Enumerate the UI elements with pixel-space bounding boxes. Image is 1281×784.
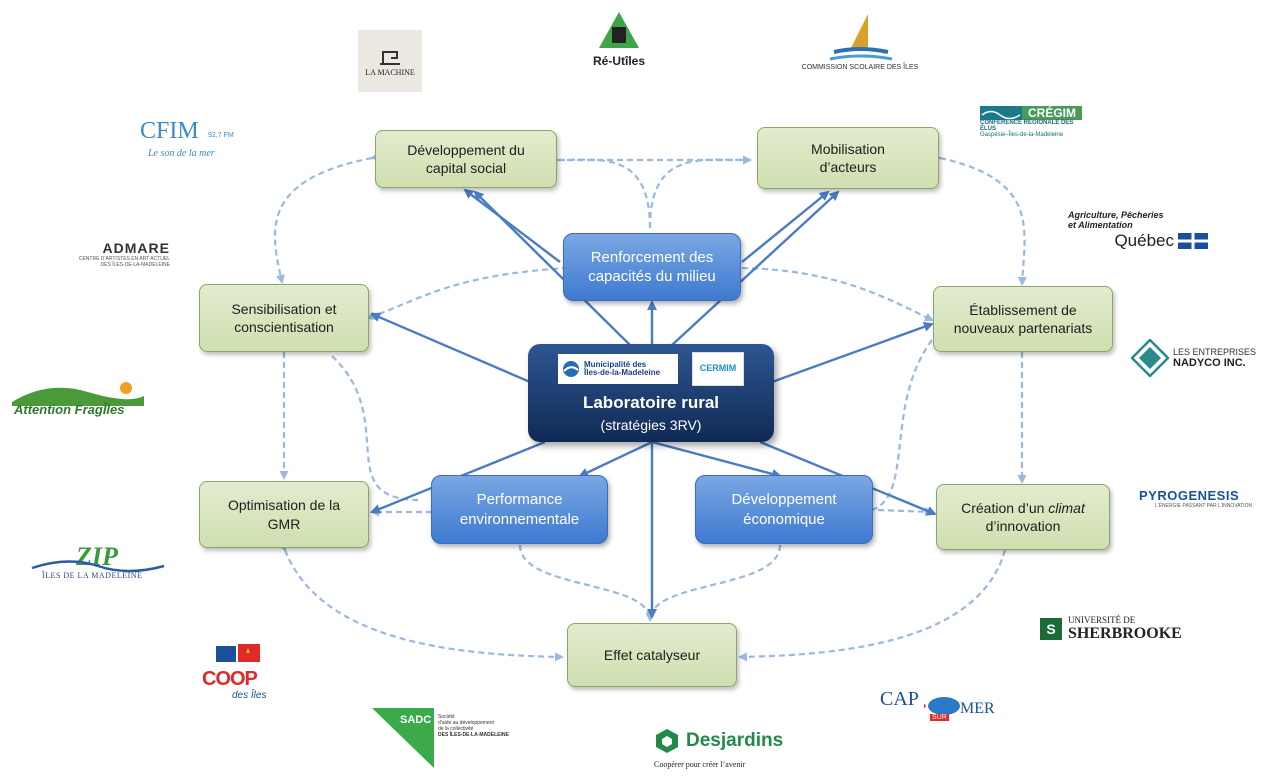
- fish-icon: [924, 697, 960, 715]
- node-performance: Performance environnementale: [431, 475, 608, 544]
- recycle-icon: [599, 12, 639, 48]
- sherbrooke-shield-icon: S: [1040, 618, 1062, 640]
- flags-icon: [216, 644, 260, 662]
- dashed-link: [741, 266, 934, 322]
- coop-logo: COOP des Îles: [198, 642, 278, 712]
- cermim-logo: CERMIM: [692, 352, 744, 386]
- arrow: [771, 322, 934, 384]
- dashed-link: [648, 544, 782, 621]
- arrow: [651, 440, 782, 479]
- node-gmr: Optimisation de la GMR: [199, 481, 369, 548]
- sewing-machine-icon: [380, 50, 400, 65]
- sailboat-icon: [829, 14, 893, 61]
- admare-logo: ADMARE CENTRE D’ARTISTES EN ART ACTUEL D…: [78, 240, 170, 268]
- dashed-link: [366, 266, 569, 320]
- node-mobilisation: Mobilisation d’acteurs: [757, 127, 939, 189]
- arrow: [671, 190, 840, 346]
- swoosh-icon: [31, 560, 165, 573]
- dashed-link: [331, 355, 421, 502]
- attention-fragiles-logo: Attention FragÎles: [8, 376, 148, 422]
- commission-scolaire-logo: COMMISSION SCOLAIRE DES ÎLES: [790, 12, 930, 82]
- desjardins-hexagon-icon: [656, 729, 678, 753]
- wave-icon: [980, 106, 1022, 120]
- node-renforcement: Renforcement des capacités du milieu: [563, 233, 741, 301]
- node-developpement-eco: Développement économique: [695, 475, 873, 544]
- cap-sur-mer-logo: CAP SUR MER: [880, 688, 995, 721]
- quebec-logo: Agriculture, Pêcheries et Alimentation Q…: [1068, 210, 1208, 252]
- climat-pre: Création d’un: [961, 499, 1049, 516]
- dashed-link: [738, 542, 1012, 662]
- arrow: [578, 440, 653, 478]
- node-partenariats: Établissement de nouveaux partenariats: [933, 286, 1113, 352]
- center-logos: Municipalité des Îles-de-la-Madeleine CE…: [558, 352, 744, 386]
- sherbrooke-logo: S UNIVERSITÉ DE SHERBROOKE: [1040, 614, 1230, 644]
- dashed-link: [932, 152, 1027, 286]
- sadc-logo: SADC Société d’aide au développement de …: [372, 708, 512, 768]
- node-sensibilisation: Sensibilisation et conscientisation: [199, 284, 369, 352]
- center-title: Laboratoire rural: [582, 393, 720, 412]
- node-laboratoire-rural: Municipalité des Îles-de-la-Madeleine CE…: [528, 344, 774, 442]
- reutiles-logo: Ré-Utîles: [590, 10, 648, 76]
- nadyco-diamond-icon: [1131, 339, 1169, 377]
- pyrogenesis-logo: PYROGENESIS L’ÉNERGIE PASSANT PAR L’INNO…: [1139, 488, 1253, 509]
- arrow: [473, 190, 631, 346]
- dashed-link: [556, 158, 652, 229]
- dashed-link: [859, 339, 933, 514]
- zip-logo: ZIP ÎLES DE LA MADELEINE: [28, 544, 168, 584]
- la-machine-logo: LA MACHINE: [358, 30, 422, 92]
- wave-icon: [563, 361, 579, 377]
- climat-em: climat: [1048, 499, 1085, 516]
- node-catalyseur: Effet catalyseur: [567, 623, 737, 687]
- cregim-logo: CRÉGIM CONFÉRENCE RÉGIONALE DES ÉLUS Gas…: [980, 106, 1090, 142]
- node-capital-social: Développement du capital social: [375, 130, 557, 188]
- cfim-logo: CFIM 92,7 FM Le son de la mer: [140, 118, 234, 159]
- dashed-link: [274, 152, 380, 284]
- arrow: [370, 312, 531, 384]
- desjardins-logo: Desjardins Coopérer pour créer l’avenir: [654, 729, 784, 769]
- quebec-flag-icon: [1178, 233, 1208, 249]
- dashed-link: [278, 541, 564, 662]
- dashed-link: [877, 507, 934, 517]
- dashed-link: [518, 544, 655, 622]
- sadc-triangle-icon: [372, 708, 434, 768]
- dashed-link: [648, 155, 752, 229]
- municipalite-logo: Municipalité des Îles-de-la-Madeleine: [558, 354, 678, 384]
- arrow: [463, 188, 561, 263]
- nadyco-logo: LES ENTREPRISES NADYCO INC.: [1131, 338, 1279, 378]
- center-subtitle: (stratégies 3RV): [600, 417, 702, 434]
- node-climat: Création d’un climat d’innovation: [936, 484, 1110, 550]
- dune-icon: [12, 382, 144, 406]
- arrow: [741, 190, 830, 263]
